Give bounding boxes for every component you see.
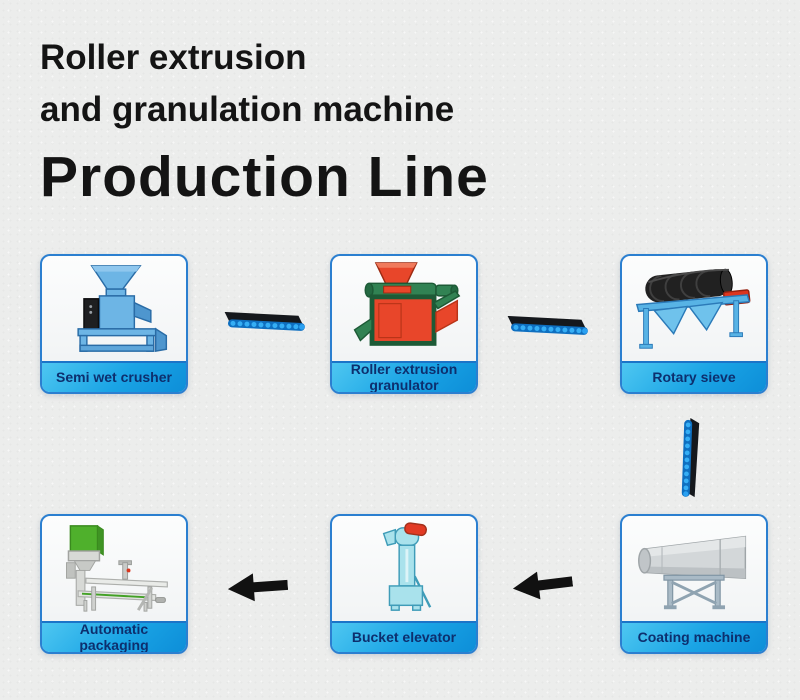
- rotary-sieve-illustration-icon: [622, 256, 766, 361]
- station-label: Roller extrusion granulator: [332, 361, 476, 392]
- station-label: Rotary sieve: [622, 361, 766, 392]
- station-automatic-packaging: Automatic packaging: [40, 514, 188, 654]
- station-label: Automatic packaging: [42, 621, 186, 652]
- automatic-packaging-illustration-icon: [42, 516, 186, 621]
- station-semi-wet-crusher: Semi wet crusher: [40, 254, 188, 394]
- station-roller-extrusion-granulator: Roller extrusion granulator: [330, 254, 478, 394]
- station-coating-machine: Coating machine: [620, 514, 768, 654]
- arrow-left-icon: [511, 565, 575, 609]
- station-label: Coating machine: [622, 621, 766, 652]
- conveyor-vertical-icon: [678, 416, 702, 505]
- conveyor-horizontal-icon: [505, 315, 589, 345]
- roller-extrusion-granulator-illustration-icon: [332, 256, 476, 361]
- conveyor-horizontal-icon: [222, 311, 306, 341]
- arrow-left-icon: [227, 569, 289, 610]
- semi-wet-crusher-illustration-icon: [42, 256, 186, 361]
- title-line-2: and granulation machine: [40, 90, 455, 129]
- station-bucket-elevator: Bucket elevator: [330, 514, 478, 654]
- coating-machine-illustration-icon: [622, 516, 766, 621]
- station-label: Bucket elevator: [332, 621, 476, 652]
- station-rotary-sieve: Rotary sieve: [620, 254, 768, 394]
- title-line-1: Roller extrusion: [40, 38, 307, 77]
- bucket-elevator-illustration-icon: [332, 516, 476, 621]
- station-label: Semi wet crusher: [42, 361, 186, 392]
- title-line-3: Production Line: [40, 145, 489, 209]
